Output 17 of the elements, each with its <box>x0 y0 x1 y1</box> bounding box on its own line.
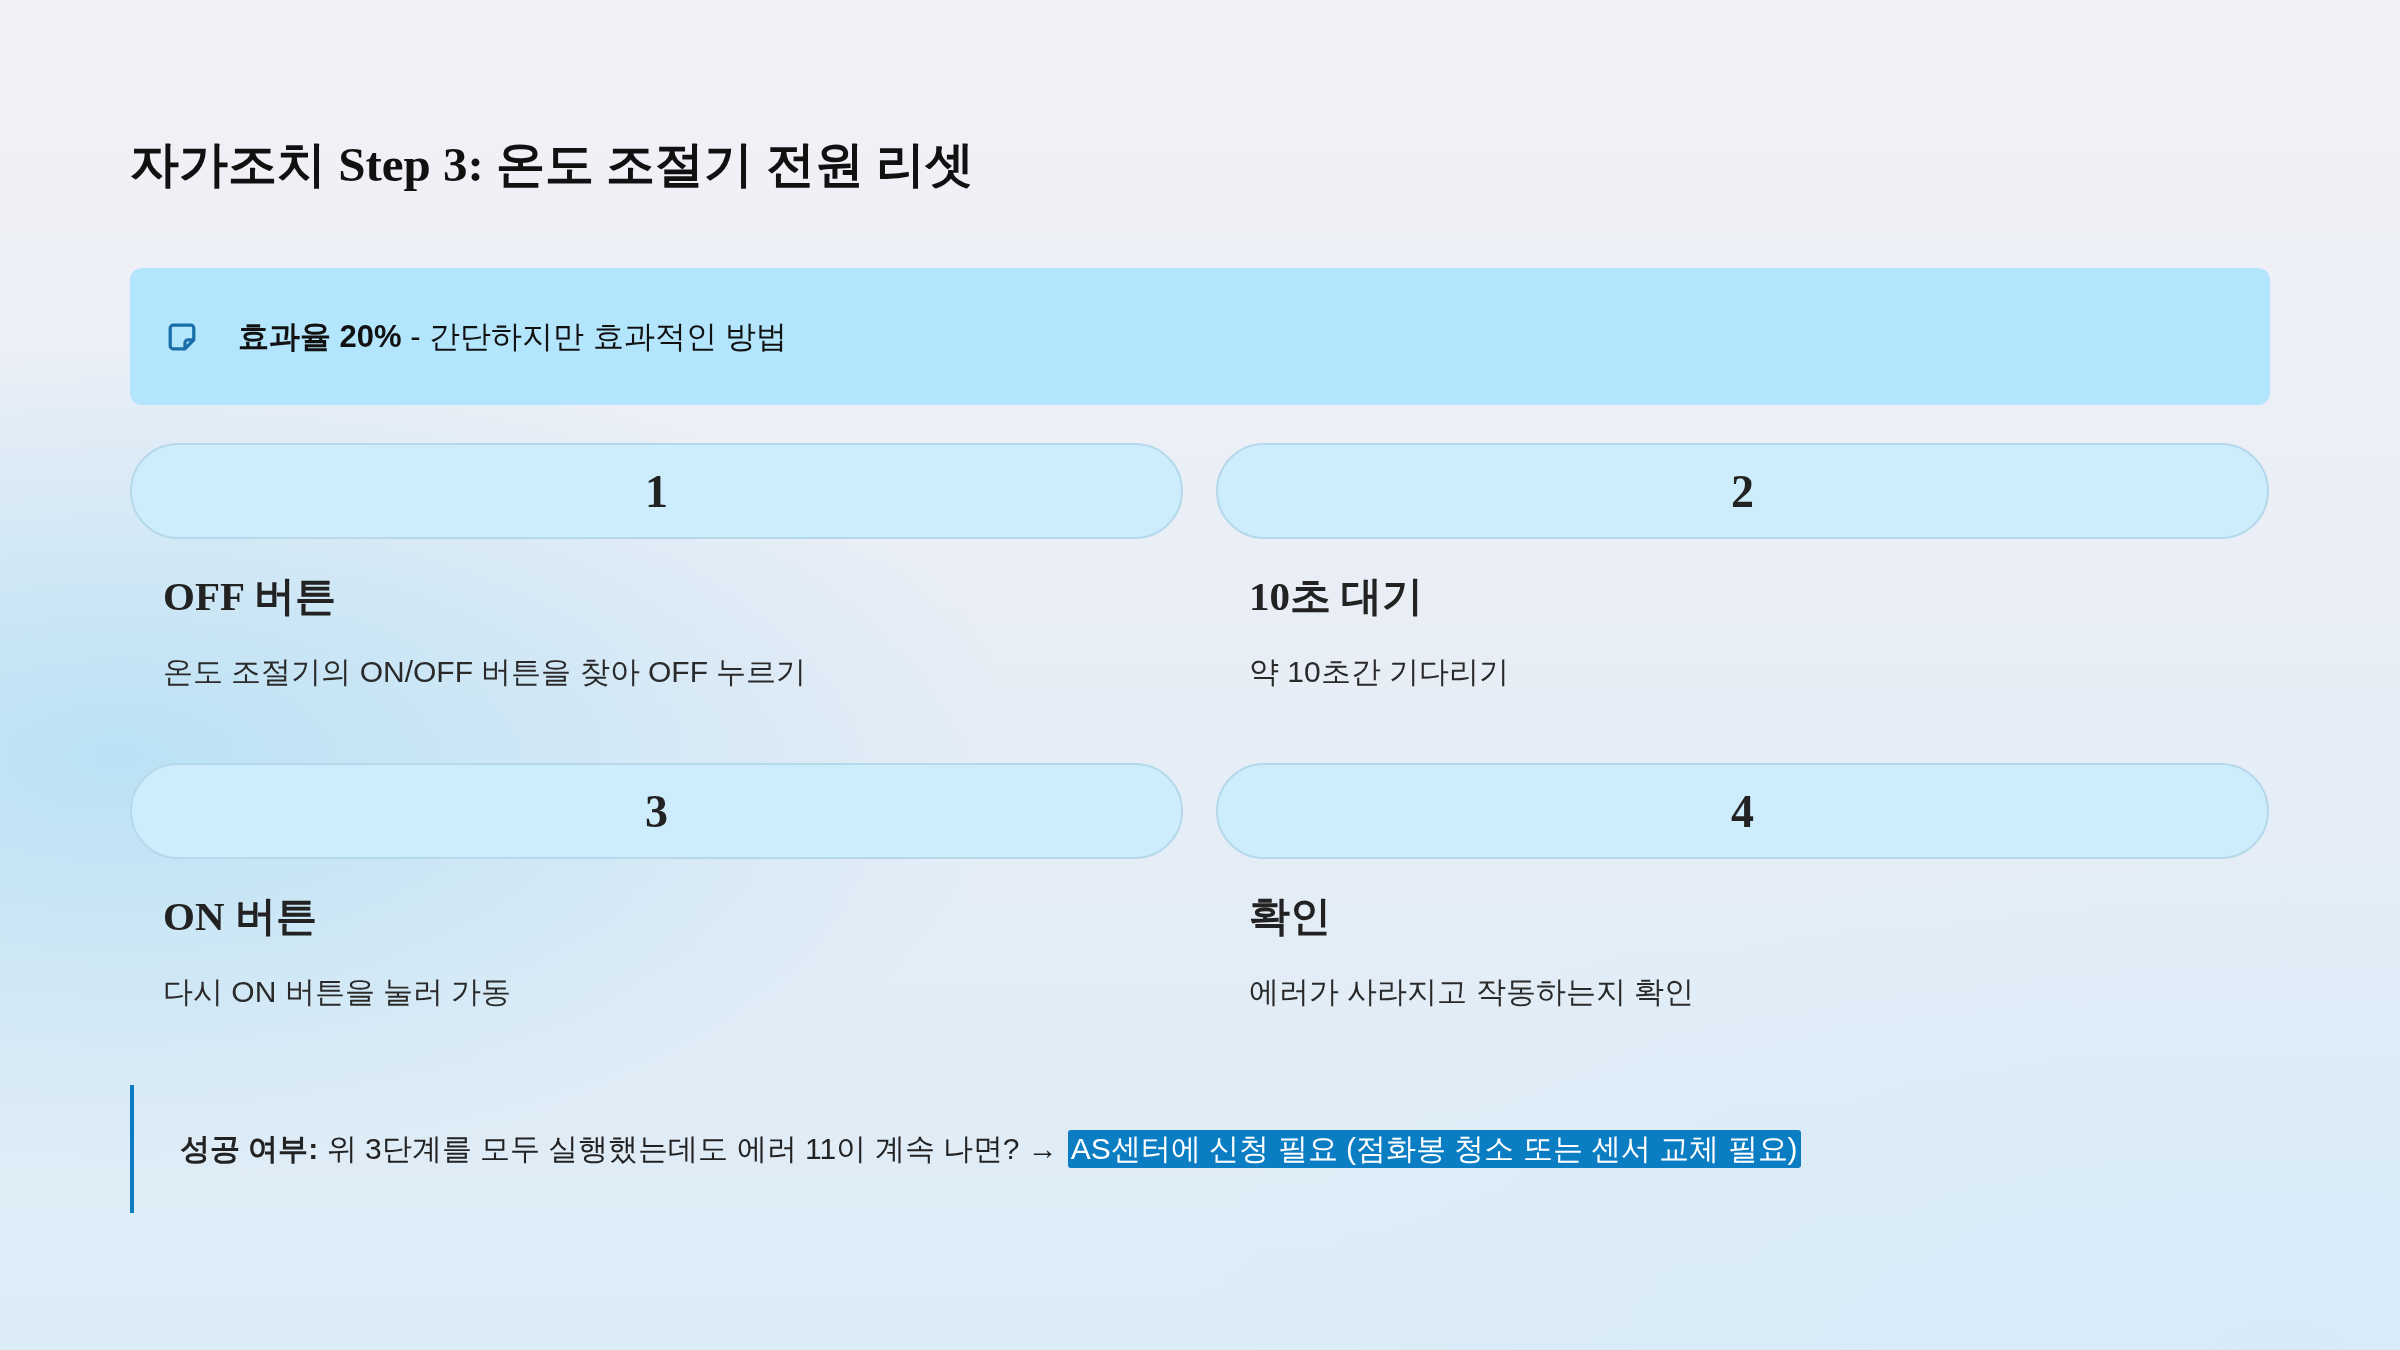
step-title: 확인 <box>1249 892 1331 941</box>
step-description: 다시 ON 버튼을 눌러 가동 <box>163 974 512 1010</box>
page-title: 자가조치 Step 3: 온도 조절기 전원 리셋 <box>130 136 974 194</box>
step-number-bar: 1 <box>130 443 1183 539</box>
step-description: 에러가 사라지고 작동하는지 확인 <box>1249 974 1694 1010</box>
step-number-bar: 2 <box>1216 443 2269 539</box>
step-title: 10초 대기 <box>1249 572 1424 621</box>
highlighted-text: AS센터에 신청 필요 (점화봉 청소 또는 센서 교체 필요) <box>1067 1130 1801 1168</box>
banner-text: 효과율 20% - 간단하지만 효과적인 방법 <box>238 317 788 356</box>
step-number-bar: 3 <box>130 763 1183 859</box>
step-number-bar: 4 <box>1216 763 2269 859</box>
step-title: OFF 버튼 <box>163 572 336 621</box>
step-description: 온도 조절기의 ON/OFF 버튼을 찾아 OFF 누르기 <box>163 654 807 690</box>
step-description: 약 10초간 기다리기 <box>1249 654 1510 690</box>
info-banner <box>130 268 2270 405</box>
step-title: ON 버튼 <box>163 892 317 941</box>
note-text: 성공 여부: 위 3단계를 모두 실행했는데도 에러 11이 계속 나면? → <box>180 1131 1058 1167</box>
